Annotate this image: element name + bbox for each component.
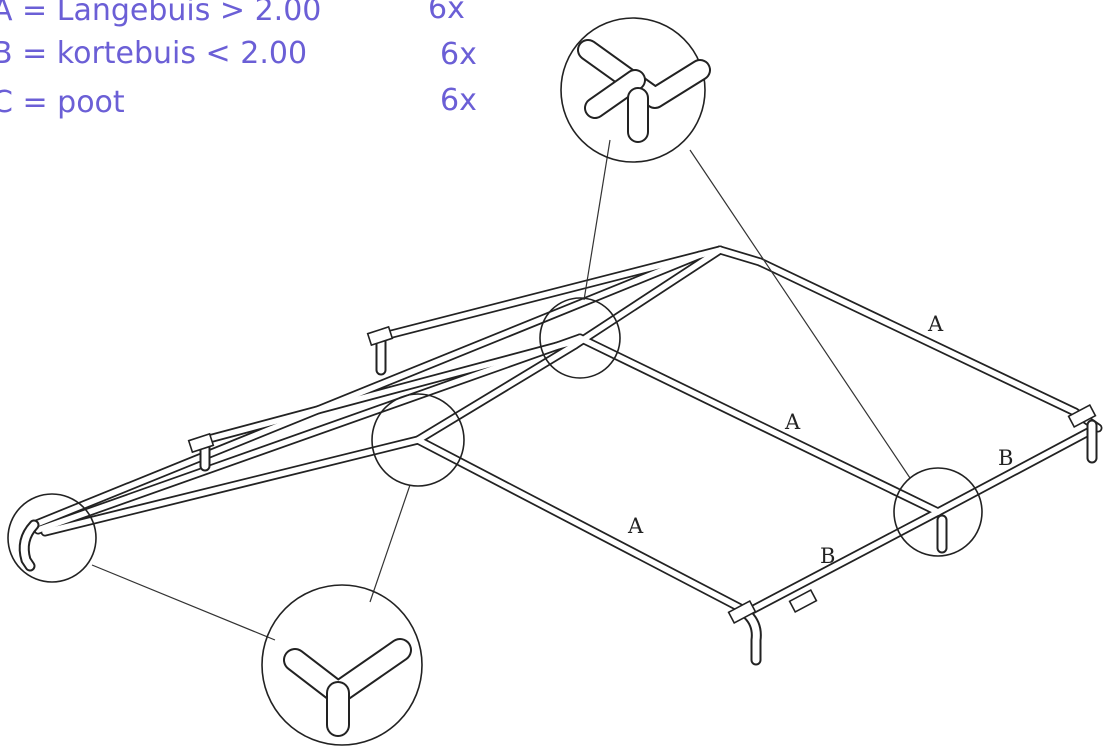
legend-count-b: 6x <box>440 37 477 72</box>
legend-item-c: C = poot <box>0 85 125 120</box>
joint-circle-ridge <box>539 297 621 379</box>
tube-segment-core <box>415 437 751 615</box>
label-a-front: A <box>627 514 644 538</box>
tube-segment-core <box>202 337 583 443</box>
joint-circle-front-top <box>371 393 465 487</box>
tube-segment-core <box>35 335 583 533</box>
tube-segment-core <box>717 247 763 265</box>
joint-circle-front-corner <box>7 493 97 583</box>
tube-segment-core <box>935 427 1095 515</box>
leader-lines <box>91 139 911 641</box>
legend-item-a: A = Langebuis > 2.00 <box>0 0 321 28</box>
frame-tubes <box>29 245 1103 617</box>
label-b-rear: B <box>998 446 1013 470</box>
frame-legs <box>18 334 1098 666</box>
legend-count-c: 6x <box>440 83 477 118</box>
label-a-rear-roof: A <box>927 312 944 336</box>
parts-legend: A = Langebuis > 2.00 6x B = kortebuis < … <box>0 0 477 120</box>
tube-segment-core <box>377 247 723 340</box>
tube-segment-core <box>757 259 1078 415</box>
tube-segment-core <box>415 342 578 443</box>
legend-item-b: B = kortebuis < 2.00 <box>0 36 307 71</box>
joint-circles <box>7 297 983 583</box>
tube-segment-core <box>577 335 941 515</box>
tube-segment-core <box>572 247 723 348</box>
label-a-middle: A <box>784 410 801 434</box>
detail-t-connector <box>560 17 711 163</box>
tube-segment-core <box>745 509 941 615</box>
part-labels: A A A B B <box>627 312 1013 568</box>
detail-corner-connector <box>261 584 423 746</box>
label-b-front: B <box>820 544 835 568</box>
joint-circle-rear-corner <box>893 467 983 557</box>
tube-segment-core <box>31 252 703 528</box>
connector-sleeves <box>187 325 1097 625</box>
tube-segment-core <box>42 437 421 535</box>
legend-count-a: 6x <box>428 0 465 26</box>
